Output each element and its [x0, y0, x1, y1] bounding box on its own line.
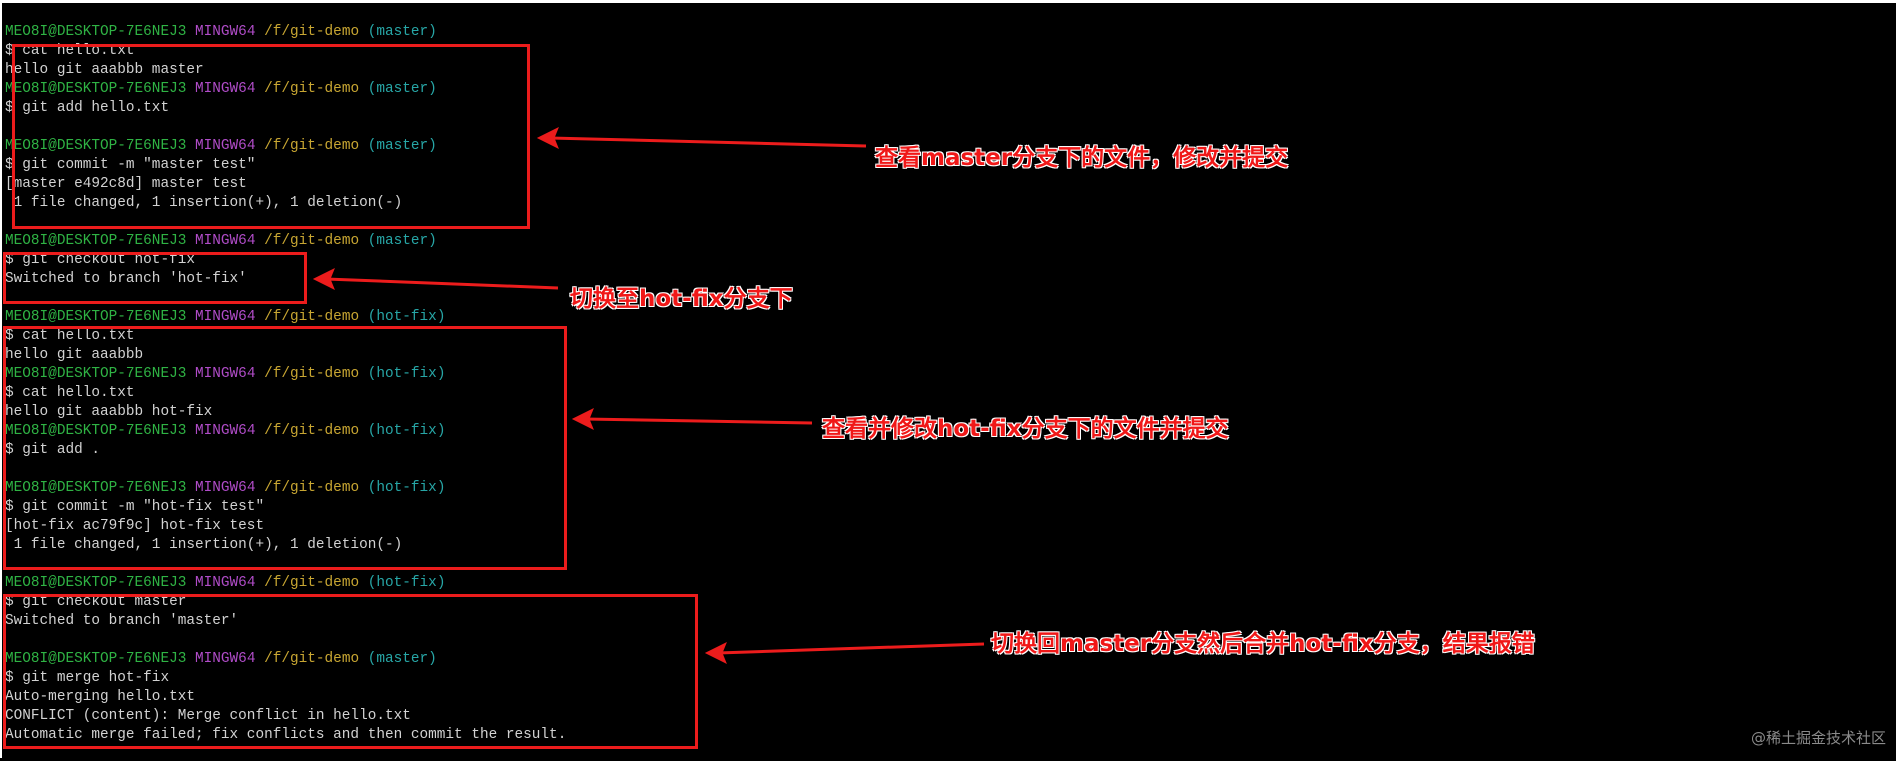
highlight-box-hotfix-commit: [3, 326, 567, 570]
prompt-line: MEO8I@DESKTOP-7E6NEJ3 MINGW64 /f/git-dem…: [5, 479, 566, 498]
arrow-1-head: [536, 126, 559, 150]
prompt-path: /f/git-demo: [264, 651, 360, 667]
prompt-env: MINGW64: [195, 575, 256, 591]
output-line: hello git aaabbb master: [5, 62, 204, 78]
prompt-env: MINGW64: [195, 423, 256, 439]
prompt-line: MEO8I@DESKTOP-7E6NEJ3 MINGW64 /f/git-dem…: [5, 650, 566, 669]
output-line: Switched to branch 'hot-fix': [5, 271, 247, 287]
annotation-arrows: [312, 126, 985, 665]
annotation-label-2: 切换至hot-fix分支下: [570, 286, 793, 312]
prompt-path: /f/git-demo: [264, 81, 360, 97]
annotation-label-3: 查看并修改hot-fix分支下的文件并提交: [822, 416, 1229, 442]
arrow-3: [584, 417, 813, 425]
prompt-path: /f/git-demo: [264, 138, 360, 154]
prompt-user: MEO8I@DESKTOP-7E6NEJ3: [5, 309, 187, 325]
annotation-label-1: 查看master分支下的文件，修改并提交: [875, 145, 1289, 171]
arrow-4: [717, 642, 985, 655]
prompt-user: MEO8I@DESKTOP-7E6NEJ3: [5, 651, 187, 667]
prompt-env: MINGW64: [195, 138, 256, 154]
prompt-branch: (master): [367, 24, 437, 40]
annotation-label-4: 切换回master分支然后合并hot-fix分支，结果报错: [991, 631, 1535, 657]
prompt-branch: (hot-fix): [367, 423, 446, 439]
command-line: $ git add .: [5, 442, 100, 458]
output-line: CONFLICT (content): Merge conflict in he…: [5, 708, 411, 724]
output-line: hello git aaabbb hot-fix: [5, 404, 213, 420]
prompt-path: /f/git-demo: [264, 309, 360, 325]
prompt-branch: (hot-fix): [367, 480, 446, 496]
command-line: $ cat hello.txt: [5, 328, 135, 344]
command-line: $ cat hello.txt: [5, 43, 135, 59]
prompt-user: MEO8I@DESKTOP-7E6NEJ3: [5, 366, 187, 382]
arrow-3-head: [571, 407, 594, 431]
prompt-branch: (master): [367, 651, 437, 667]
prompt-env: MINGW64: [195, 309, 256, 325]
prompt-path: /f/git-demo: [264, 480, 360, 496]
output-line: Auto-merging hello.txt: [5, 689, 195, 705]
prompt-env: MINGW64: [195, 651, 256, 667]
prompt-line: MEO8I@DESKTOP-7E6NEJ3 MINGW64 /f/git-dem…: [5, 137, 566, 156]
prompt-path: /f/git-demo: [264, 24, 360, 40]
prompt-branch: (master): [367, 138, 437, 154]
prompt-path: /f/git-demo: [264, 423, 360, 439]
prompt-line: MEO8I@DESKTOP-7E6NEJ3 MINGW64 /f/git-dem…: [5, 23, 566, 42]
prompt-branch: (master): [367, 233, 437, 249]
terminal-output: MEO8I@DESKTOP-7E6NEJ3 MINGW64 /f/git-dem…: [5, 23, 566, 745]
prompt-branch: (master): [367, 81, 437, 97]
prompt-line: MEO8I@DESKTOP-7E6NEJ3 MINGW64 /f/git-dem…: [5, 232, 566, 251]
prompt-user: MEO8I@DESKTOP-7E6NEJ3: [5, 423, 187, 439]
output-line: 1 file changed, 1 insertion(+), 1 deleti…: [5, 537, 403, 553]
prompt-env: MINGW64: [195, 24, 256, 40]
prompt-user: MEO8I@DESKTOP-7E6NEJ3: [5, 575, 187, 591]
prompt-user: MEO8I@DESKTOP-7E6NEJ3: [5, 24, 187, 40]
watermark: @稀土掘金技术社区: [1750, 729, 1886, 747]
prompt-line: MEO8I@DESKTOP-7E6NEJ3 MINGW64 /f/git-dem…: [5, 80, 566, 99]
arrow-1: [549, 136, 867, 148]
prompt-path: /f/git-demo: [264, 575, 360, 591]
prompt-user: MEO8I@DESKTOP-7E6NEJ3: [5, 138, 187, 154]
prompt-line: MEO8I@DESKTOP-7E6NEJ3 MINGW64 /f/git-dem…: [5, 365, 566, 384]
prompt-line: MEO8I@DESKTOP-7E6NEJ3 MINGW64 /f/git-dem…: [5, 308, 566, 327]
prompt-env: MINGW64: [195, 480, 256, 496]
output-line: 1 file changed, 1 insertion(+), 1 deleti…: [5, 195, 403, 211]
command-line: $ git checkout master: [5, 594, 187, 610]
output-line: hello git aaabbb: [5, 347, 144, 363]
output-line: [hot-fix ac79f9c] hot-fix test: [5, 518, 265, 534]
prompt-line: MEO8I@DESKTOP-7E6NEJ3 MINGW64 /f/git-dem…: [5, 574, 566, 593]
arrow-4-head: [704, 641, 727, 665]
highlight-box-merge-conflict: [3, 594, 698, 749]
prompt-path: /f/git-demo: [264, 366, 360, 382]
prompt-path: /f/git-demo: [264, 233, 360, 249]
output-line: Automatic merge failed; fix conflicts an…: [5, 727, 567, 743]
prompt-branch: (hot-fix): [367, 575, 446, 591]
prompt-env: MINGW64: [195, 81, 256, 97]
command-line: $ git merge hot-fix: [5, 670, 170, 686]
prompt-branch: (hot-fix): [367, 309, 446, 325]
prompt-line: MEO8I@DESKTOP-7E6NEJ3 MINGW64 /f/git-dem…: [5, 422, 566, 441]
prompt-user: MEO8I@DESKTOP-7E6NEJ3: [5, 233, 187, 249]
command-line: $ cat hello.txt: [5, 385, 135, 401]
prompt-user: MEO8I@DESKTOP-7E6NEJ3: [5, 81, 187, 97]
command-line: $ git add hello.txt: [5, 100, 170, 116]
prompt-env: MINGW64: [195, 233, 256, 249]
command-line: $ git checkout hot-fix: [5, 252, 195, 268]
arrow-2-head: [312, 267, 335, 291]
command-line: $ git commit -m "master test": [5, 157, 256, 173]
prompt-branch: (hot-fix): [367, 366, 446, 382]
output-line: Switched to branch 'master': [5, 613, 239, 629]
prompt-env: MINGW64: [195, 366, 256, 382]
prompt-user: MEO8I@DESKTOP-7E6NEJ3: [5, 480, 187, 496]
highlight-box-master-commit: [12, 44, 530, 229]
command-line: $ git commit -m "hot-fix test": [5, 499, 265, 515]
highlight-box-checkout-hotfix: [3, 252, 307, 304]
output-line: [master e492c8d] master test: [5, 176, 247, 192]
arrow-2: [325, 277, 559, 290]
